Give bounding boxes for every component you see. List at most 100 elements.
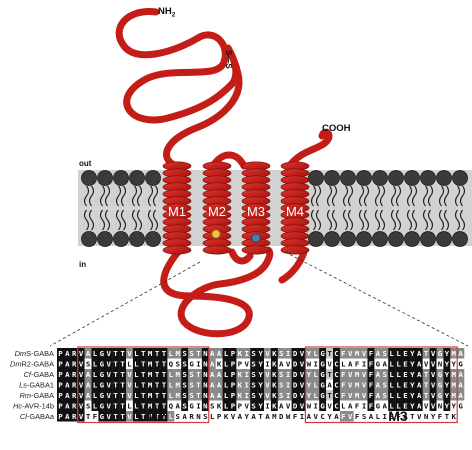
residue: M <box>176 349 181 358</box>
alignment-cell <box>264 379 272 390</box>
lipid-tail <box>326 185 333 207</box>
residue: I <box>245 391 249 400</box>
residue: A <box>458 391 463 400</box>
lipid-head <box>340 231 356 247</box>
residue: V <box>431 391 436 400</box>
alignment-cell <box>119 379 127 390</box>
residue: N <box>438 401 443 410</box>
residue: M <box>148 391 153 400</box>
residue: A <box>251 412 256 421</box>
residue: Y <box>258 370 263 379</box>
residue: T <box>113 380 118 389</box>
residue: K <box>217 359 222 368</box>
residue: A <box>210 370 215 379</box>
alignment-cell <box>222 390 230 401</box>
alignment-cell <box>395 369 403 380</box>
alignment-cell <box>195 390 203 401</box>
alignment-cell <box>270 400 278 411</box>
alignment-cell <box>84 379 92 390</box>
alignment-cell <box>284 369 292 380</box>
residue: R <box>72 370 77 379</box>
residue: L <box>134 349 139 358</box>
alignment-cell <box>457 390 465 401</box>
residue: A <box>376 349 381 358</box>
alignment-cell <box>188 358 196 369</box>
alignment-cell <box>146 390 154 401</box>
residue: S <box>279 380 283 389</box>
lipid-tail <box>131 209 138 231</box>
lipid-head <box>436 170 452 186</box>
alignment-cell <box>422 369 430 380</box>
alignment-cell <box>195 400 203 411</box>
residue: A <box>458 380 463 389</box>
residue: K <box>272 401 277 410</box>
alignment-cell <box>139 379 147 390</box>
alignment-cell <box>160 379 168 390</box>
alignment-cell <box>402 411 410 422</box>
residue: S <box>182 370 186 379</box>
residue: V <box>424 359 429 368</box>
residue: G <box>100 401 105 410</box>
residue: C <box>320 412 324 421</box>
residue: I <box>286 349 290 358</box>
alignment-cell <box>208 390 216 401</box>
lipid-head <box>145 170 161 186</box>
helix-label: M1 <box>168 204 186 219</box>
residue: T <box>141 349 146 358</box>
alignment-cell <box>312 358 320 369</box>
residue: V <box>265 370 270 379</box>
residue: V <box>79 401 84 410</box>
alignment-cell <box>270 390 278 401</box>
alignment-cell <box>195 358 203 369</box>
residue: I <box>362 359 366 368</box>
residue: S <box>182 401 186 410</box>
alignment-cell <box>408 348 416 359</box>
alignment-cell <box>167 411 175 422</box>
lipid-head <box>113 170 129 186</box>
alignment-cell <box>229 358 237 369</box>
residue: V <box>79 380 84 389</box>
alignment-cell <box>126 348 134 359</box>
residue: A <box>417 370 422 379</box>
alignment-cell <box>312 348 320 359</box>
alignment-cell <box>243 369 251 380</box>
residue: V <box>362 380 367 389</box>
alignment-cell <box>264 400 272 411</box>
residue: V <box>431 359 436 368</box>
lipid-tail <box>120 209 127 231</box>
alignment-cell <box>381 411 389 422</box>
residue: T <box>141 370 146 379</box>
residue: F <box>355 359 360 368</box>
alignment-cell <box>215 379 223 390</box>
residue: L <box>389 401 394 410</box>
zoom-line-right <box>284 251 469 347</box>
species-label: Ls-GABA1 <box>19 380 54 389</box>
alignment-cell <box>215 348 223 359</box>
alignment-cell <box>360 400 368 411</box>
alignment-cell <box>243 348 251 359</box>
lipid-head <box>81 170 97 186</box>
alignment-cell <box>105 358 113 369</box>
residue: V <box>431 370 436 379</box>
residue: L <box>93 391 98 400</box>
residue: E <box>403 370 407 379</box>
residue: T <box>120 359 125 368</box>
residue: A <box>65 401 70 410</box>
residue: E <box>389 412 393 421</box>
residue: V <box>127 412 132 421</box>
species-label: Rm-GABA <box>20 391 55 400</box>
alignment-cell <box>270 379 278 390</box>
alignment-cell <box>284 358 292 369</box>
species-label: DmS-GABA <box>15 349 54 358</box>
lipid-tail <box>454 185 461 207</box>
residue: A <box>86 391 91 400</box>
residue: T <box>113 359 118 368</box>
residue: T <box>410 412 415 421</box>
alignment-cell <box>188 390 196 401</box>
alignment-cell <box>277 358 285 369</box>
lipid-head <box>420 231 436 247</box>
alignment-cell <box>208 379 216 390</box>
alignment-cell <box>319 348 327 359</box>
alignment-cell <box>146 379 154 390</box>
